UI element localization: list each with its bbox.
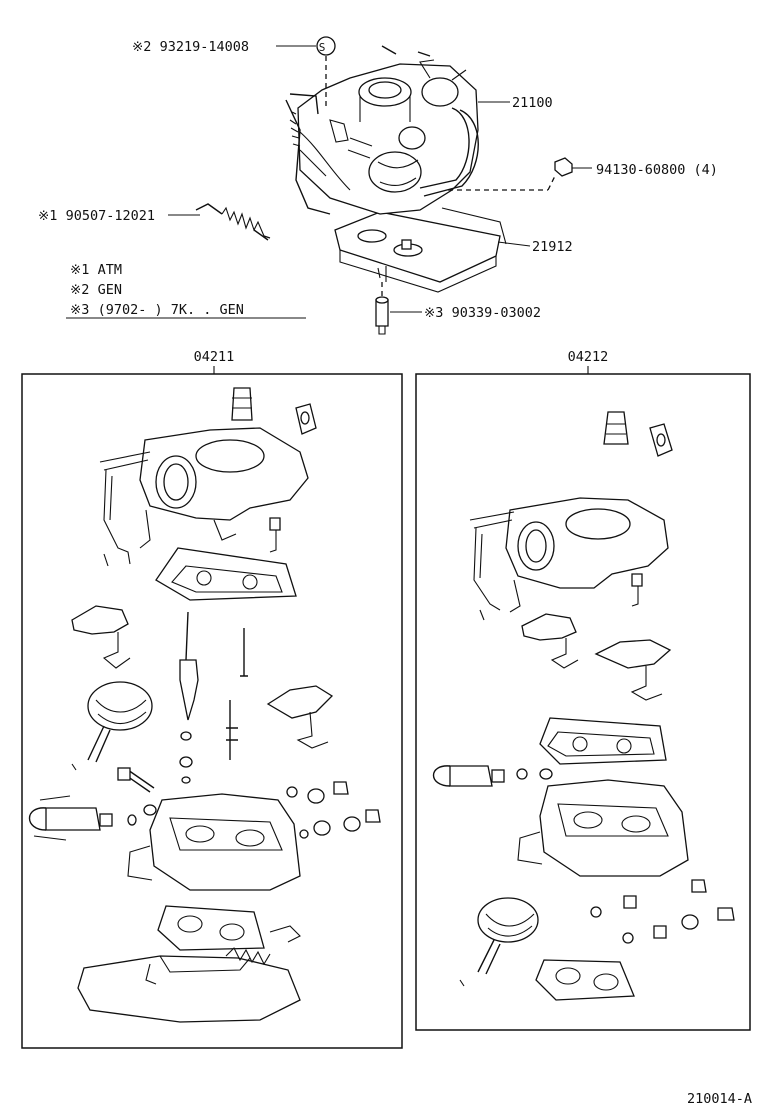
carburetor-assembly-drawing — [195, 45, 573, 335]
kit-left: 04211 — [21, 349, 403, 1049]
kit-right: 04212 — [415, 349, 751, 1031]
callout-gasket: 21912 — [532, 239, 573, 255]
callout-spring: ※1 90507-12021 — [38, 208, 155, 224]
callout-screw: ※2 93219-14008 — [132, 39, 249, 55]
callout-leaders — [168, 36, 592, 313]
callout-nut: 94130-60800 (4) — [596, 162, 718, 178]
callout-labels: ※2 93219-14008 S 21100 94130-60800 (4) ※… — [38, 39, 718, 321]
screw-s-symbol — [316, 36, 336, 56]
callout-union: ※3 90339-03002 — [424, 305, 541, 321]
kit-right-number: 04212 — [568, 349, 609, 365]
applicability-notes: ※1 ATM ※2 GEN ※3 (9702- ) 7K. . GEN — [66, 262, 306, 319]
kit-left-number: 04211 — [194, 349, 235, 365]
callout-carburetor: 21100 — [512, 95, 553, 111]
note-gen: ※2 GEN — [70, 282, 122, 298]
note-7k-gen: ※3 (9702- ) 7K. . GEN — [70, 302, 244, 318]
screw-s-letter: S — [319, 41, 326, 54]
figure-id: 210014-A — [687, 1091, 752, 1107]
note-atm: ※1 ATM — [70, 262, 122, 278]
